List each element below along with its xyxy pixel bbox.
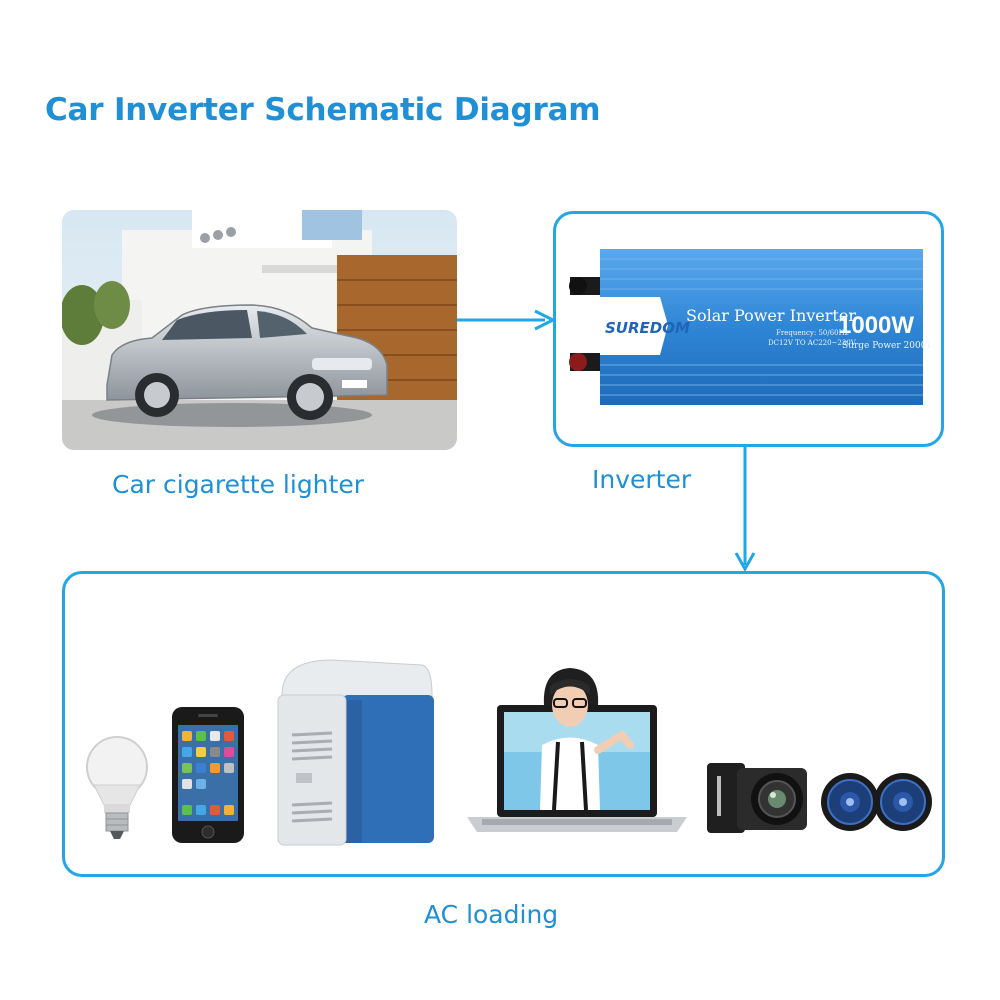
inverter-brand: SUREDOM bbox=[605, 319, 690, 337]
inverter-conversion: DC12V TO AC220~230V bbox=[768, 339, 857, 347]
inverter-name: Solar Power Inverter bbox=[686, 306, 856, 325]
camera-icon bbox=[707, 763, 807, 833]
car-photo bbox=[62, 210, 457, 450]
mini-fridge-icon bbox=[277, 659, 434, 846]
light-bulb-icon bbox=[86, 736, 148, 839]
inverter-surge: Surge Power 2000W bbox=[842, 341, 930, 351]
diagram-title: Car Inverter Schematic Diagram bbox=[45, 92, 601, 128]
caption-car-cigarette-lighter: Car cigarette lighter bbox=[112, 470, 364, 499]
inverter-power: 1000W bbox=[838, 312, 914, 339]
speaker-icon bbox=[821, 773, 932, 831]
caption-ac-loading: AC loading bbox=[424, 900, 559, 929]
laptop-icon bbox=[467, 668, 687, 832]
inverter-device: SUREDOM Solar Power Inverter 1000W Frequ… bbox=[569, 249, 930, 405]
arrow-down bbox=[734, 447, 756, 573]
smartphone-icon bbox=[172, 707, 244, 843]
caption-inverter: Inverter bbox=[592, 465, 692, 494]
arrow-right bbox=[457, 309, 557, 331]
inverter-frequency: Frequency: 50/60Hz bbox=[776, 329, 849, 337]
